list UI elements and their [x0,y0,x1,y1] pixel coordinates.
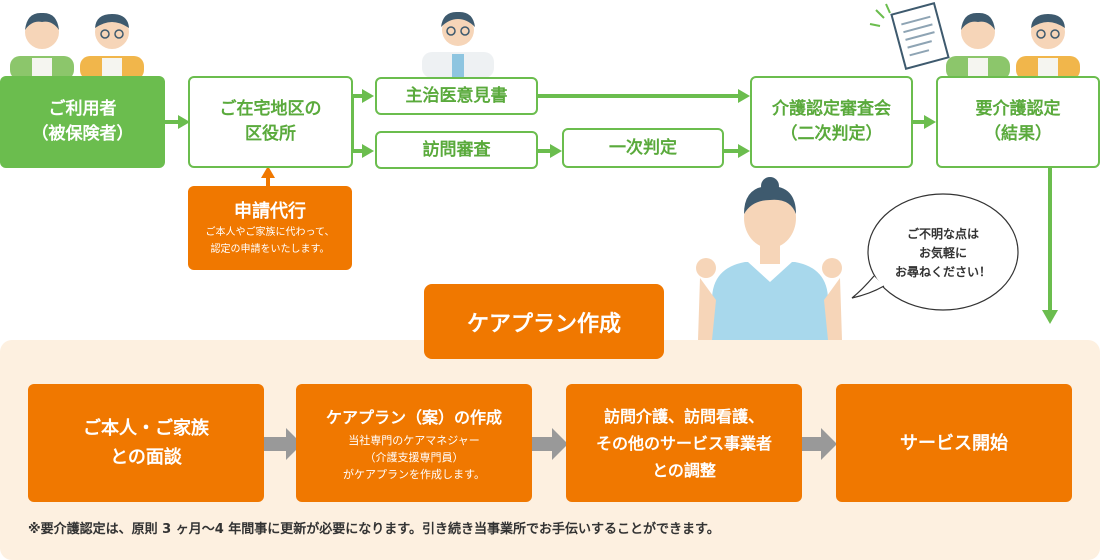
step-plan-draft-sub-2: （介護支援専門員） [364,450,464,464]
speech-line-2: お気軽に [918,245,967,260]
step-coordination-label-3: との調整 [652,460,716,480]
certification-result-box: 要介護認定 （結果） [936,76,1100,168]
speech-line-3: お尋ねください！ [894,264,991,279]
ward-office-label: ご在宅地区の [219,99,322,119]
careplan-title: ケアプラン作成 [424,284,664,359]
speech-bubble-text: ご不明な点は お気軽に お尋ねください！ [870,222,1016,284]
users-illustration [10,12,144,80]
step-plan-draft-sub-3: がケアプランを作成します。 [343,467,485,481]
step-interview-label-2: との面談 [110,447,182,468]
first-judgment-box: 一次判定 [562,128,724,168]
user-sublabel: （被保険者） [31,124,134,144]
certification-result-sublabel: （結果） [984,124,1052,144]
step-plan-draft-title: ケアプラン（案）の作成 [325,407,502,427]
certification-result-label: 要介護認定 [975,99,1061,119]
step-service-start-box: サービス開始 [836,384,1072,502]
step-interview-label-1: ご本人・ご家族 [83,418,209,439]
ward-office-sublabel: 区役所 [245,124,296,144]
user-box: ご利用者 （被保険者） [0,76,165,168]
care-manager-illustration [696,177,842,340]
visit-exam-box: 訪問審査 [375,131,538,169]
proxy-arrow [261,166,275,186]
speech-bubble [851,193,1019,311]
application-proxy-title: 申請代行 [234,200,306,222]
step-coordination-label-2: その他のサービス事業者 [595,433,772,453]
user-label: ご利用者 [48,99,117,119]
users-illustration-right [946,12,1080,80]
doctor-opinion-label: 主治医意見書 [405,85,508,106]
application-proxy-desc-1: ご本人やご家族に代わって、 [205,226,335,238]
careplan-title-text: ケアプラン作成 [466,311,621,337]
step-interview-box: ご本人・ご家族 との面談 [28,384,264,502]
ward-office-box: ご在宅地区の 区役所 [188,76,353,168]
first-judgment-label: 一次判定 [609,137,677,158]
step-coordination-label-1: 訪問介護、訪問看護、 [603,406,764,426]
doctor-illustration [422,11,494,78]
document-illustration [869,2,950,70]
application-proxy-box: 申請代行 ご本人やご家族に代わって、 認定の申請をいたします。 [188,186,352,270]
committee-sublabel: （二次判定） [780,124,883,144]
step-arrows [262,428,837,460]
committee-label: 介護認定審査会 [772,99,891,119]
visit-exam-label: 訪問審査 [422,139,491,160]
step-coordination-box: 訪問介護、訪問看護、 その他のサービス事業者 との調整 [566,384,802,502]
step-plan-draft-sub-1: 当社専門のケアマネジャー [348,433,480,447]
step-service-start-label: サービス開始 [900,432,1008,454]
committee-box: 介護認定審査会 （二次判定） [750,76,913,168]
application-proxy-desc-2: 認定の申請をいたします。 [210,243,330,255]
speech-line-1: ご不明な点は [906,226,979,241]
doctor-opinion-box: 主治医意見書 [375,77,538,115]
renewal-footnote: ※要介護認定は、原則 3 ヶ月〜4 年間事に更新が必要になります。引き続き当事業… [28,522,720,537]
step-plan-draft-box: ケアプラン（案）の作成 当社専門のケアマネジャー （介護支援専門員） がケアプラ… [296,384,532,502]
